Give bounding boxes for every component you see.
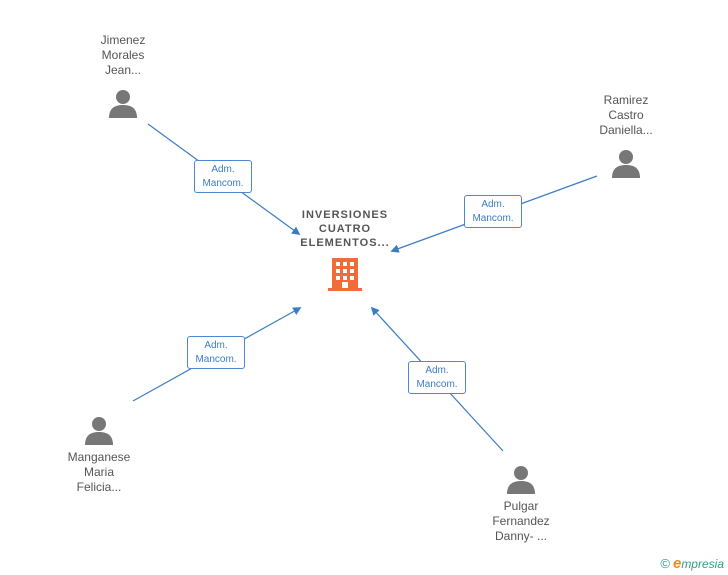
role-badge-ramirez[interactable]: Adm. Mancom. (464, 195, 522, 228)
person-node-manganese[interactable]: Manganese Maria Felicia... (44, 415, 154, 495)
company-name-line1: INVERSIONES (301, 209, 389, 221)
role-badge-line1: Adm. (481, 199, 505, 210)
person-name-line2: Castro (608, 108, 644, 122)
role-badge-line1: Adm. (211, 164, 235, 175)
company-name-line3: ELEMENTOS... (300, 237, 390, 249)
person-node-ramirez[interactable]: Ramirez Castro Daniella... (571, 93, 681, 178)
person-icon (85, 417, 113, 445)
role-badge-line2: Mancom. (202, 178, 244, 189)
role-badge-line1: Adm. (425, 365, 449, 376)
person-name-line1: Pulgar (503, 499, 539, 513)
brand-name: mpresia (681, 557, 724, 571)
role-badge-line2: Mancom. (195, 354, 237, 365)
person-name-line3: Daniella... (599, 123, 653, 137)
person-icon (507, 466, 535, 494)
person-name-line2: Fernandez (492, 514, 550, 528)
company-name-line2: CUATRO (318, 223, 372, 235)
role-badge-line1: Adm. (204, 340, 228, 351)
company-node[interactable]: INVERSIONES CUATRO ELEMENTOS... (290, 208, 400, 292)
person-name-line3: Jean... (104, 63, 142, 77)
person-name-line1: Jimenez (100, 33, 146, 47)
person-name-line3: Felicia... (76, 480, 122, 494)
person-name-line1: Ramirez (603, 93, 649, 107)
person-node-jimenez[interactable]: Jimenez Morales Jean... (68, 33, 178, 118)
person-name-line1: Manganese (67, 450, 131, 464)
person-icon (109, 90, 137, 118)
role-badge-line2: Mancom. (472, 213, 514, 224)
person-icon (612, 150, 640, 178)
brand-initial: e (672, 555, 682, 572)
role-badge-pulgar[interactable]: Adm. Mancom. (408, 361, 466, 394)
building-icon (328, 258, 362, 291)
person-name-line2: Morales (101, 48, 145, 62)
copyright-icon: © (660, 556, 670, 571)
role-badge-jimenez[interactable]: Adm. Mancom. (194, 160, 252, 193)
person-name-line3: Danny- ... (494, 529, 548, 543)
person-name-line2: Maria (83, 465, 114, 479)
role-badge-line2: Mancom. (416, 379, 458, 390)
person-node-pulgar[interactable]: Pulgar Fernandez Danny- ... (466, 464, 576, 544)
empresia-logo[interactable]: ©empresia (660, 555, 724, 572)
role-badge-manganese[interactable]: Adm. Mancom. (187, 336, 245, 369)
